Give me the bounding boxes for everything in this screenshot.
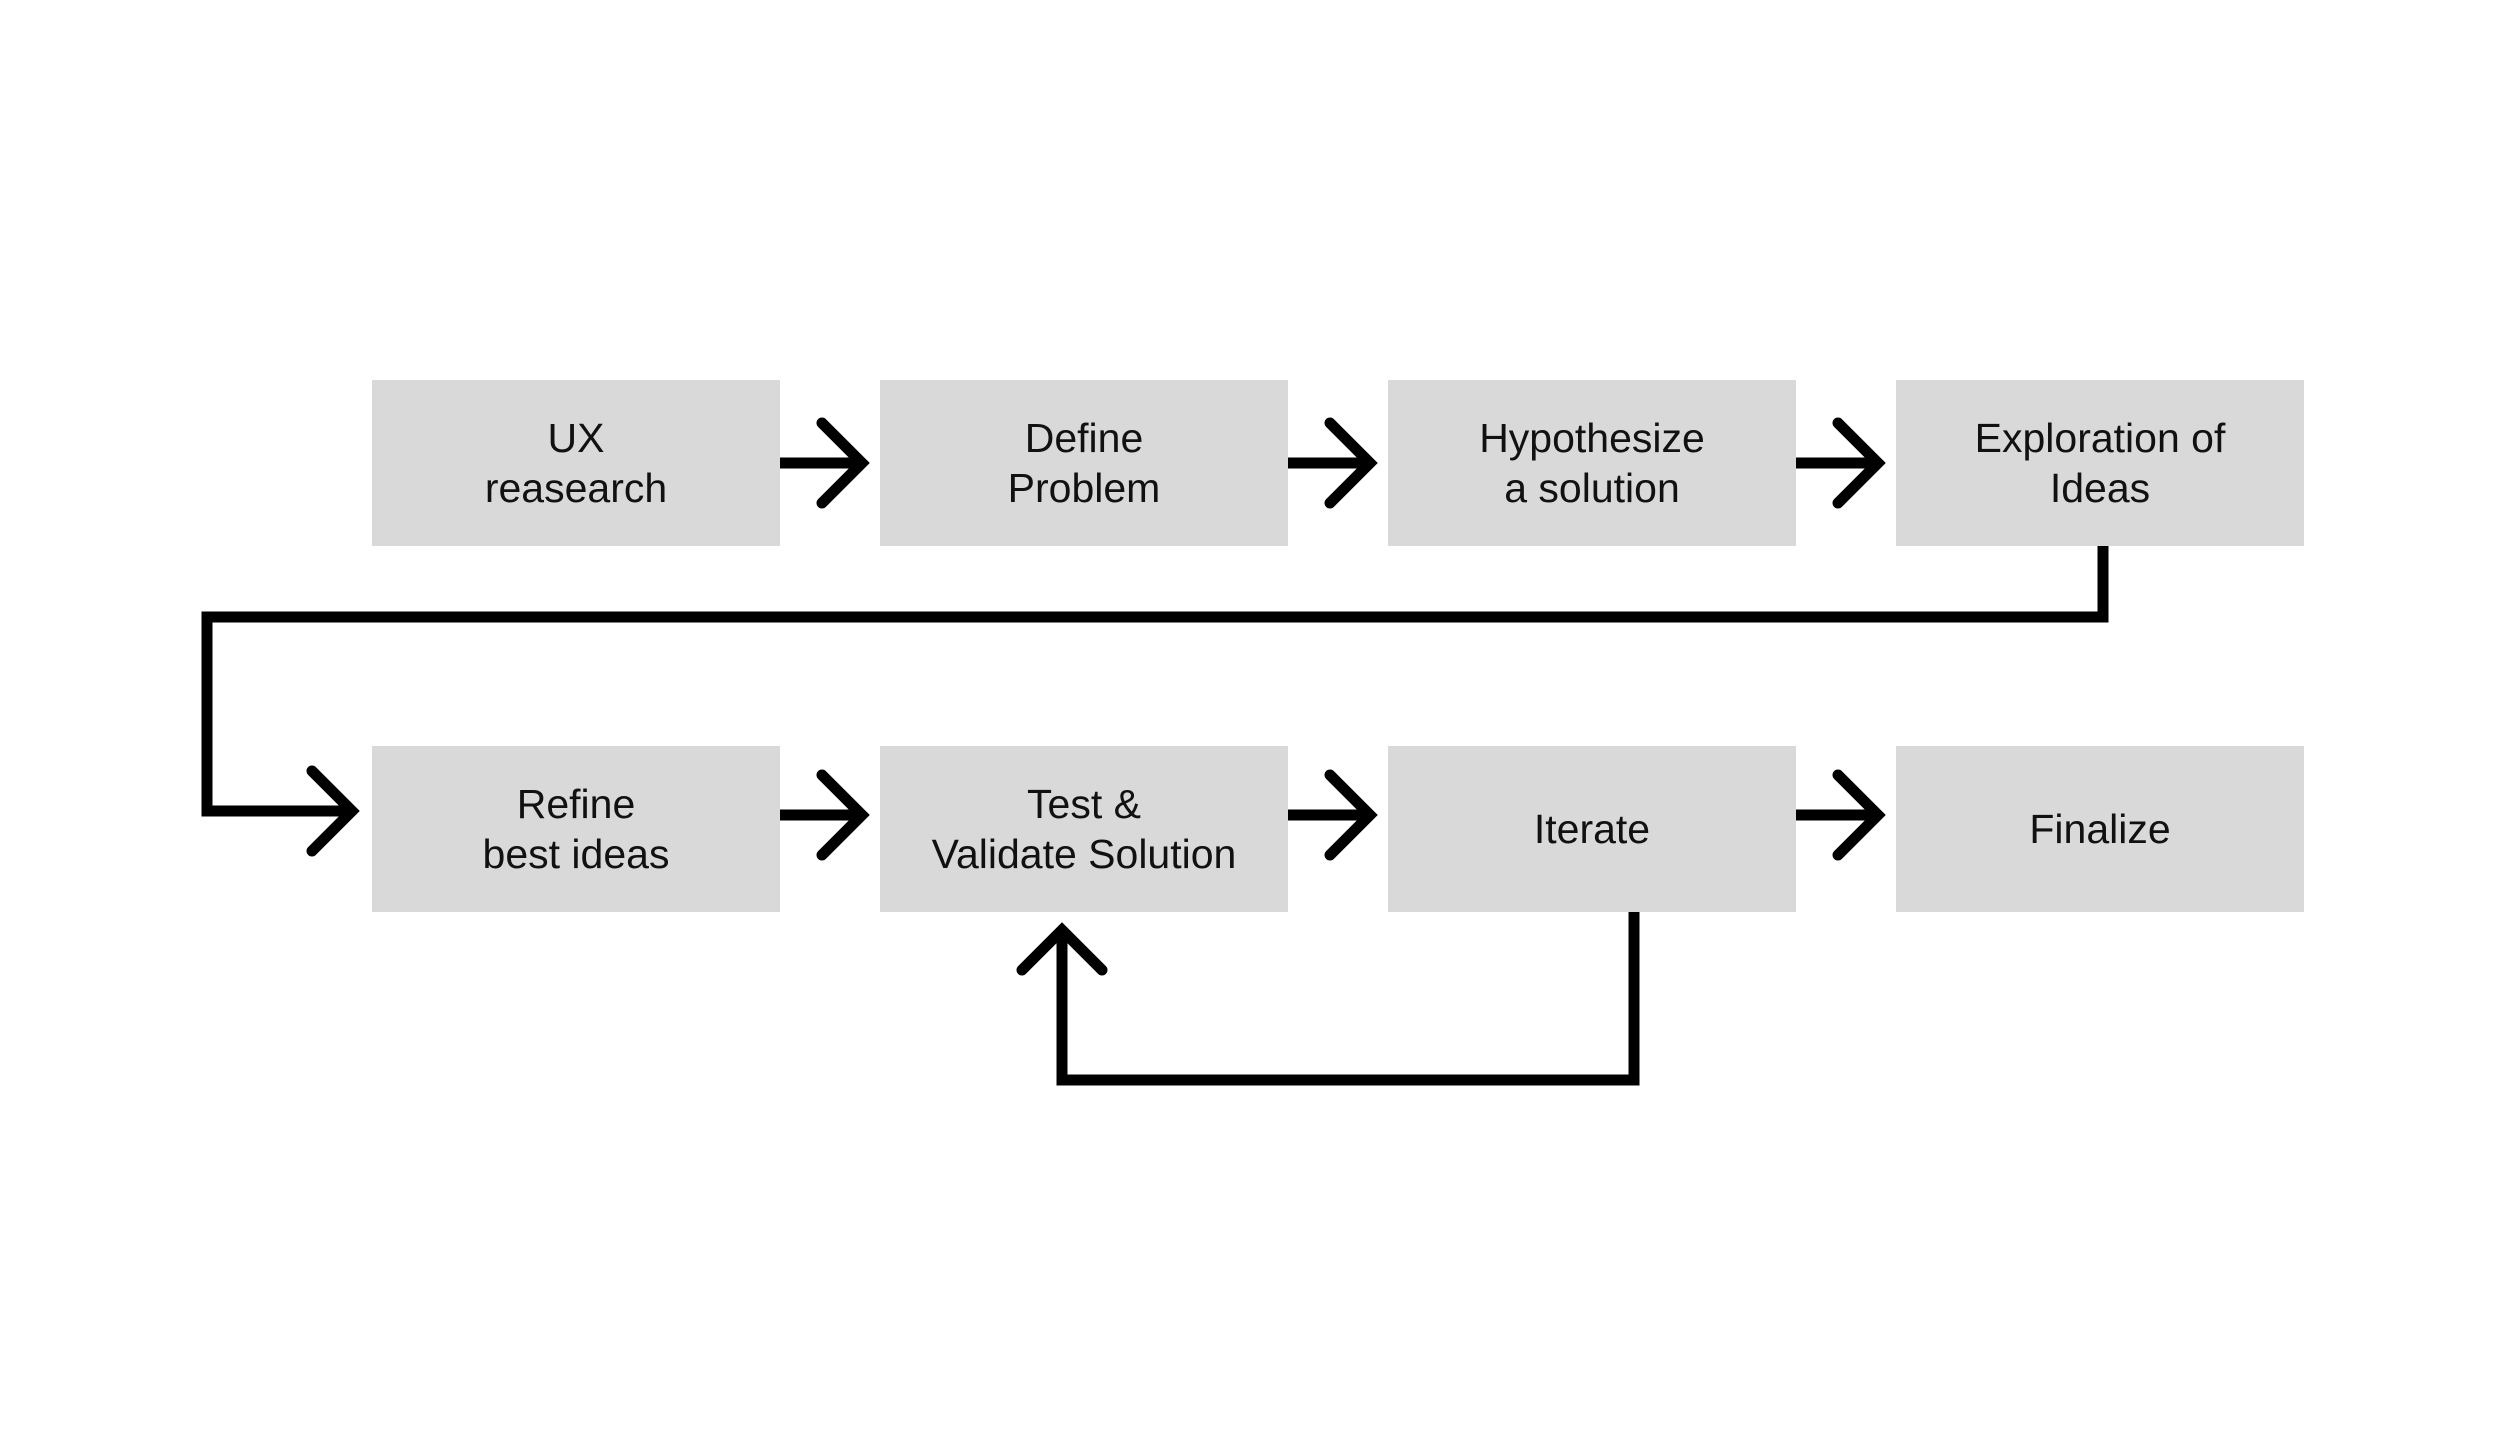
arrow-define-problem-to-hypothesize-solution bbox=[1288, 417, 1378, 509]
node-label-line: Validate Solution bbox=[931, 831, 1237, 877]
arrow-iterate-to-finalize bbox=[1796, 769, 1886, 861]
arrow-exploration-of-ideas-to-refine-best-ideas bbox=[201, 546, 2109, 857]
node-label-line: UX bbox=[547, 415, 605, 461]
node-label-line: a solution bbox=[1504, 465, 1680, 511]
node-label-line: reasearch bbox=[484, 465, 668, 511]
node-exploration-of-ideas: Exploration of Ideas bbox=[1896, 380, 2304, 546]
node-label-line: Finalize bbox=[2029, 806, 2171, 852]
node-label-line: Refine bbox=[516, 781, 636, 827]
loop-arrow-iterate-to-test-validate-solution bbox=[1016, 912, 1640, 1086]
node-iterate: Iterate bbox=[1388, 746, 1796, 912]
node-hypothesize-solution: Hypothesize a solution bbox=[1388, 380, 1796, 546]
node-refine-best-ideas: Refine best ideas bbox=[372, 746, 780, 912]
node-label-line: Test & bbox=[1027, 781, 1141, 827]
arrow-test-validate-solution-to-iterate bbox=[1288, 769, 1378, 861]
node-define-problem: Define Problem bbox=[880, 380, 1288, 546]
node-label-line: Exploration of bbox=[1974, 415, 2226, 461]
node-finalize: Finalize bbox=[1896, 746, 2304, 912]
node-label-line: Problem bbox=[1007, 465, 1161, 511]
node-test-validate-solution: Test & Validate Solution bbox=[880, 746, 1288, 912]
node-label-line: Define bbox=[1024, 415, 1144, 461]
arrow-hypothesize-solution-to-exploration-of-ideas bbox=[1796, 417, 1886, 509]
node-label-line: Iterate bbox=[1533, 806, 1651, 852]
arrow-ux-research-to-define-problem bbox=[780, 417, 870, 509]
arrow-refine-best-ideas-to-test-validate-solution bbox=[780, 769, 870, 861]
node-label-line: Hypothesize bbox=[1479, 415, 1705, 461]
node-label-line: best ideas bbox=[482, 831, 670, 877]
node-ux-research: UX reasearch bbox=[372, 380, 780, 546]
node-label-line: Ideas bbox=[2049, 465, 2151, 511]
